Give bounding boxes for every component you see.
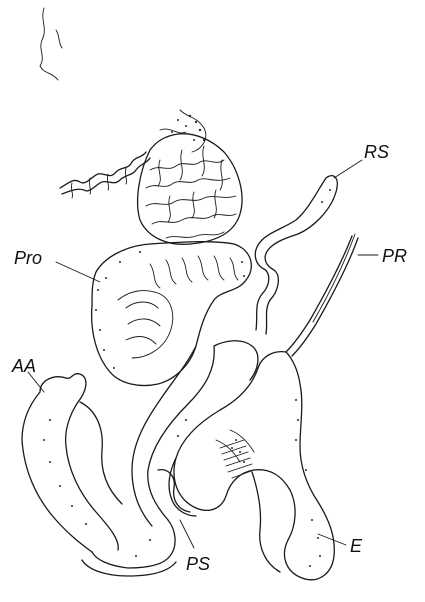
leader-pro: [56, 262, 100, 282]
label-ps: PS: [186, 554, 210, 574]
leader-ps: [180, 520, 194, 548]
convoluted-gland: [138, 134, 242, 245]
prostate-gland: [92, 242, 252, 386]
atrial-appendage: [22, 374, 118, 552]
coiled-duct: [60, 152, 150, 198]
upper-fragment: [40, 8, 62, 80]
label-aa: AA: [11, 356, 36, 376]
label-rs: RS: [364, 142, 389, 162]
label-pr: PR: [382, 246, 407, 266]
receptaculum-seminis: [255, 176, 337, 334]
penis-complex: [158, 352, 334, 580]
penial-retractor: [286, 234, 358, 356]
genital-body: [80, 341, 258, 576]
label-e: E: [350, 536, 363, 556]
upper-stipple-mass: [160, 110, 206, 152]
label-pro: Pro: [14, 248, 42, 268]
leader-rs: [334, 160, 362, 178]
